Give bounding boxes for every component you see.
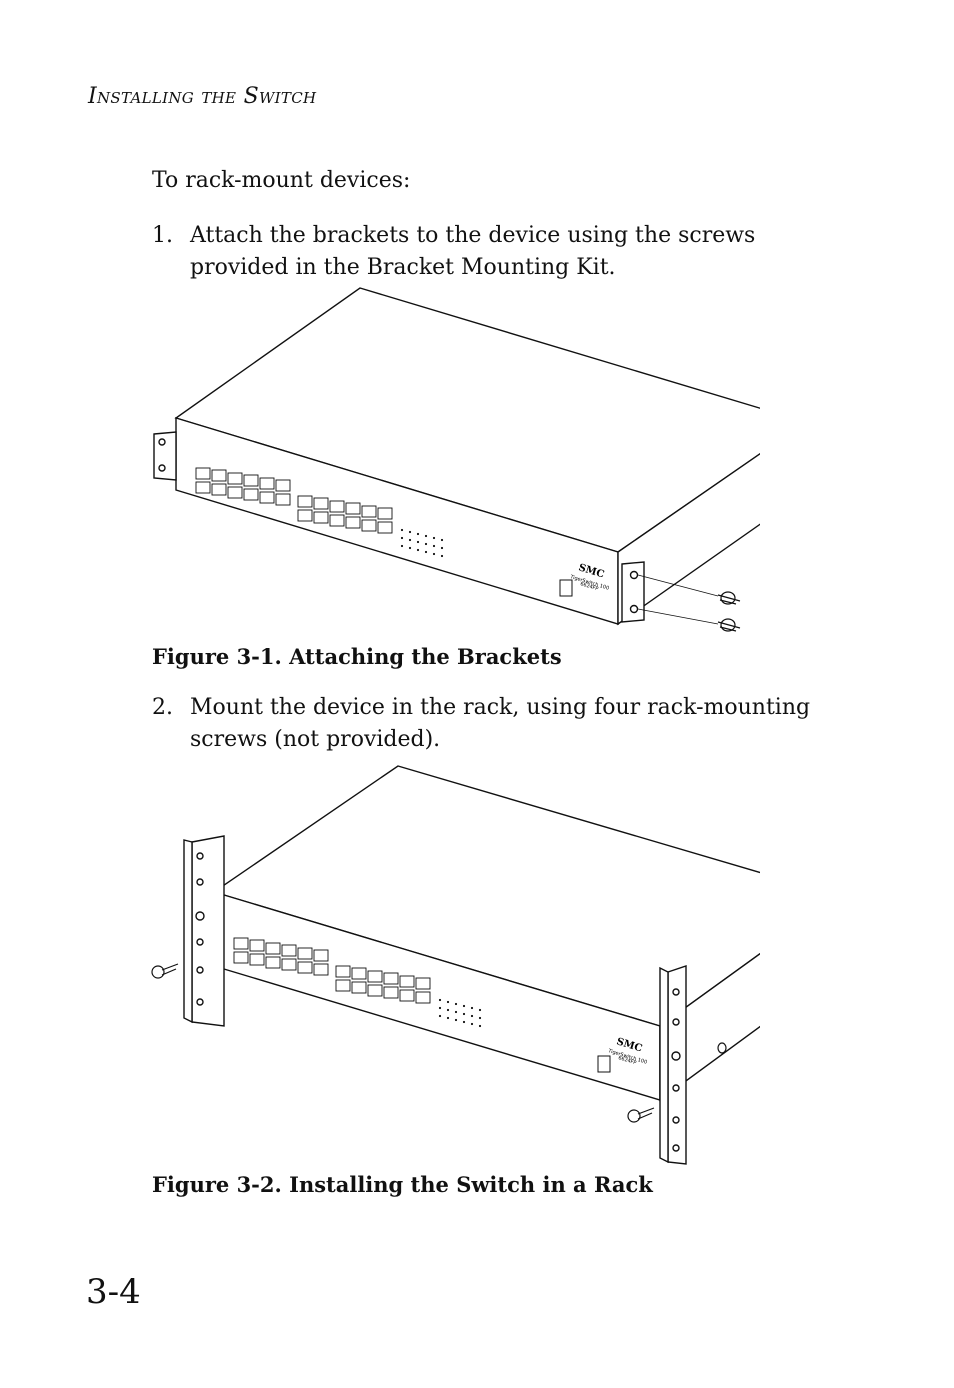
figure-2-sku: 6624FP	[617, 1055, 637, 1066]
step-number: 1.	[152, 223, 173, 248]
figure-1-sku: 6624FP	[579, 581, 599, 592]
step-1: 1. Attach the brackets to the device usi…	[152, 220, 852, 284]
figure-installing-rack: SMC TigerSwitch 100 6624FP	[151, 765, 760, 1165]
step-text: Mount the device in the rack, using four…	[190, 695, 811, 752]
step-text: Attach the brackets to the device using …	[190, 223, 756, 280]
step-2: 2. Mount the device in the rack, using f…	[152, 692, 852, 756]
running-head: Installing the Switch	[88, 84, 317, 109]
step-number: 2.	[152, 695, 173, 720]
page-number: 3-4	[86, 1272, 141, 1312]
figure-attaching-brackets: SMC TigerSwitch 100 6624FP	[153, 287, 760, 632]
intro-text: To rack-mount devices:	[152, 168, 411, 193]
figure-2-caption: Figure 3-2. Installing the Switch in a R…	[152, 1172, 653, 1197]
figure-1-caption: Figure 3-1. Attaching the Brackets	[152, 644, 562, 669]
